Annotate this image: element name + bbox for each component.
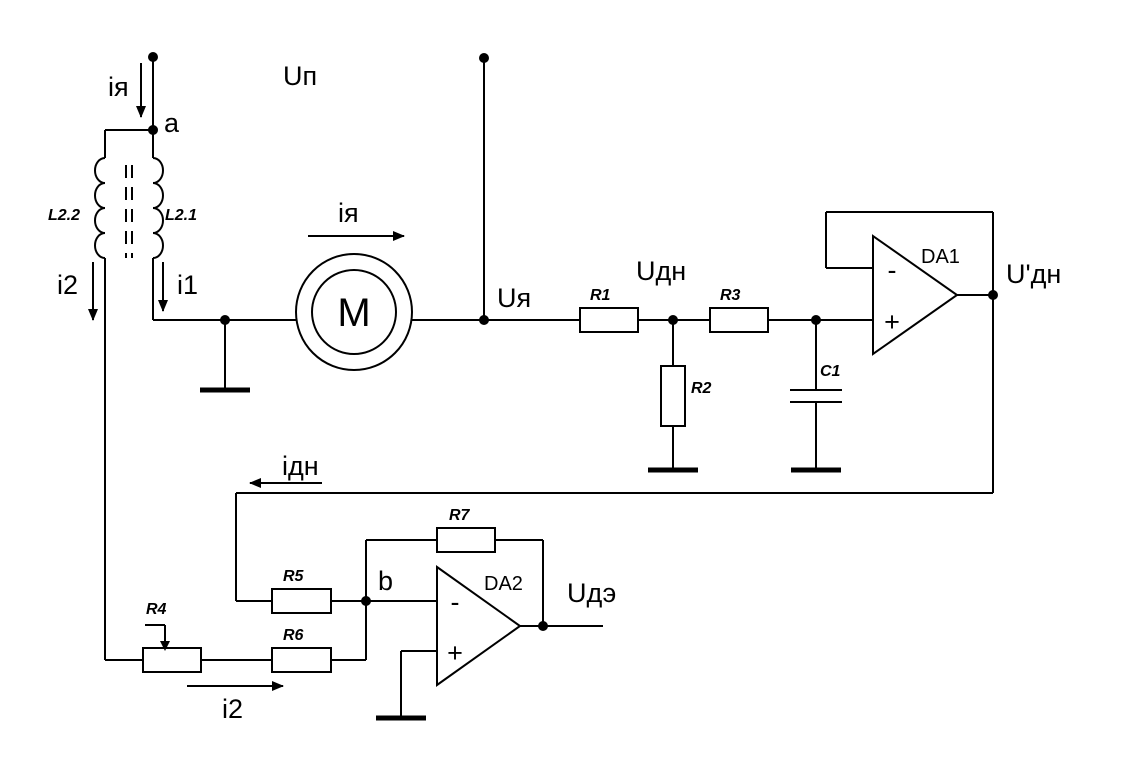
resistor-r2: [660, 365, 686, 427]
r6-label: R6: [283, 627, 304, 644]
current-arrows: [88, 63, 405, 691]
inductor-l22: [94, 157, 106, 259]
motor: M: [295, 253, 413, 371]
capacitor-c1: [790, 389, 842, 403]
opamp1-label: DA1: [921, 246, 960, 268]
junction-u-sensor: [668, 315, 678, 325]
armature-voltage-label: Uя: [497, 283, 531, 313]
text-labels: Uп iя a L2.2 L2.1 iя i2 i1 Uя R1 Uдн R3 …: [48, 61, 1061, 724]
terminal-top-left: [148, 52, 158, 62]
da1-plus-sign: +: [884, 307, 900, 337]
junction-u-armature: [479, 315, 489, 325]
winding-l21-label: L2.1: [165, 207, 197, 224]
terminal-supply: [479, 53, 489, 63]
sensor-voltage-out-label: U'дн: [1006, 259, 1061, 289]
sensor-voltage-label: Uдн: [636, 256, 686, 286]
r4-label: R4: [146, 601, 167, 618]
current-i1-label: i1: [177, 270, 198, 300]
ground-symbols: [200, 387, 841, 721]
da2-plus-sign: +: [447, 638, 463, 668]
r2-label: R2: [691, 380, 712, 397]
opamp2-label: DA2: [484, 573, 523, 595]
r5-label: R5: [283, 568, 305, 585]
resistor-r4: [142, 647, 202, 673]
r4-wiper-arrow: [160, 641, 170, 651]
r3-label: R3: [720, 287, 741, 304]
supply-voltage-label: Uп: [283, 61, 317, 91]
resistor-r7: [436, 527, 496, 553]
motor-label: M: [337, 291, 370, 335]
junction-b: [361, 596, 371, 606]
transformer-core: [125, 165, 133, 258]
node-a-label: a: [164, 108, 180, 138]
resistor-r3: [709, 307, 769, 333]
armature-current-top-label: iя: [108, 72, 129, 102]
junction-da1-out: [988, 290, 998, 300]
inductor-l21: [152, 157, 164, 259]
r7-label: R7: [449, 507, 471, 524]
da1-minus-sign: -: [888, 255, 897, 285]
junction-dots: [148, 52, 998, 631]
opamp-da2: - +: [436, 565, 522, 687]
junction-ground: [220, 315, 230, 325]
resistor-r6: [271, 647, 332, 673]
junction-c1: [811, 315, 821, 325]
junction-da2-out: [538, 621, 548, 631]
c1-label: C1: [820, 363, 841, 380]
r1-label: R1: [590, 287, 611, 304]
motor-outer-ring: [295, 253, 413, 371]
resistor-r5: [271, 588, 332, 614]
winding-l22-label: L2.2: [48, 207, 80, 224]
current-idn-label: iдн: [282, 451, 319, 481]
current-i2-left-label: i2: [57, 270, 78, 300]
node-b-label: b: [378, 566, 393, 596]
armature-current-motor-label: iя: [338, 198, 359, 228]
da2-minus-sign: -: [451, 587, 460, 617]
resistor-r1: [579, 307, 639, 333]
output-voltage-label: Uдэ: [567, 578, 616, 608]
opamp-da1: - +: [872, 234, 959, 356]
current-i2-bottom-label: i2: [222, 694, 243, 724]
motor-inner-ring: [311, 269, 397, 355]
junction-a: [148, 125, 158, 135]
